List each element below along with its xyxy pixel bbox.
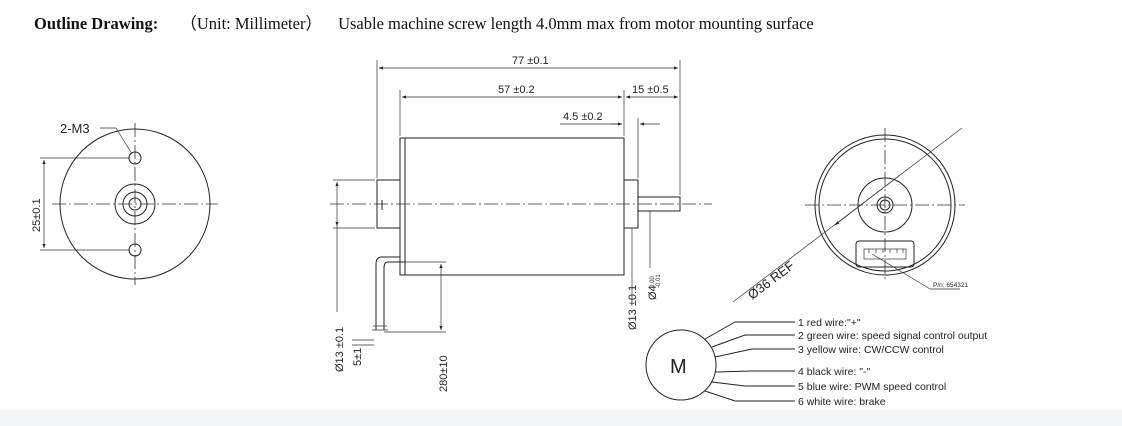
hole-leader [100,127,133,155]
dim-15-label: 15 ±0.5 [632,84,669,96]
drawing-heading: Outline Drawing: （Unit: Millimeter） Usab… [34,10,814,34]
dim-4-label: Ø4 [647,285,659,300]
left-shaft-circle [128,197,142,211]
hole-label: 2-M3 [60,121,90,136]
motor-shaft [637,196,681,212]
wires-lower [704,370,795,402]
heading-note: Usable machine screw length 4.0mm max fr… [338,14,814,33]
dim-4-tol-lower: -0.01 [656,274,662,288]
dim-13-right-label: Ø13 ±0.1 [627,285,639,330]
dim-36-label: Ø36 REF [745,258,797,303]
left-end-view: 2-M3 25±0.1 [31,121,218,285]
left-boss-inner [122,191,148,217]
lead-wires [375,256,405,330]
dim-5-label: 5±1 [352,348,364,366]
dim-4-5-label: 4.5 ±0.2 [563,111,603,123]
wire-5-label: 5 blue wire: PWM speed control [798,381,946,393]
heading-label: Outline Drawing: [34,14,159,33]
motor-symbol-circle [645,329,717,401]
heading-unit: （Unit: Millimeter） [180,14,322,33]
side-view: 77 ±0.1 57 ±0.2 15 ±0.5 4.5 ±0.2 Ø13 ±0.… [330,55,712,392]
bottom-band [0,410,1122,426]
left-boss-circle [114,183,156,225]
wire-2-label: 2 green wire: speed signal control outpu… [798,330,987,342]
dim-13-left-label: Ø13 ±0.1 [334,327,346,372]
right-boss-circle [857,177,913,233]
dim-57-label: 57 ±0.2 [498,84,535,96]
dim-25-label: 25±0.1 [31,198,43,232]
motor-body [399,137,625,276]
left-boss [376,179,401,229]
wire-6-label: 6 white wire: brake [798,396,886,408]
wire-1-label: 1 red wire:"+" [798,317,861,329]
wires-upper [704,321,795,358]
dim-280-label: 280±10 [438,355,450,392]
dim-4-tol-upper: 0.00 [650,276,656,288]
right-shaft-circle [876,196,894,214]
wire-4-label: 4 black wire: "-" [798,366,870,378]
connector [855,240,915,268]
wiring-diagram: M 1 red wire:"+" 2 green wire: speed sig… [645,317,987,408]
motor-symbol-label: M [670,356,687,378]
wire-3-label: 3 yellow wire: CW/CCW control [798,344,944,356]
dim-77-label: 77 ±0.1 [512,55,549,67]
connector-part-label: P/n: 654321 [933,282,968,289]
right-end-view: P/n: 654321 Ø36 REF [732,127,968,303]
